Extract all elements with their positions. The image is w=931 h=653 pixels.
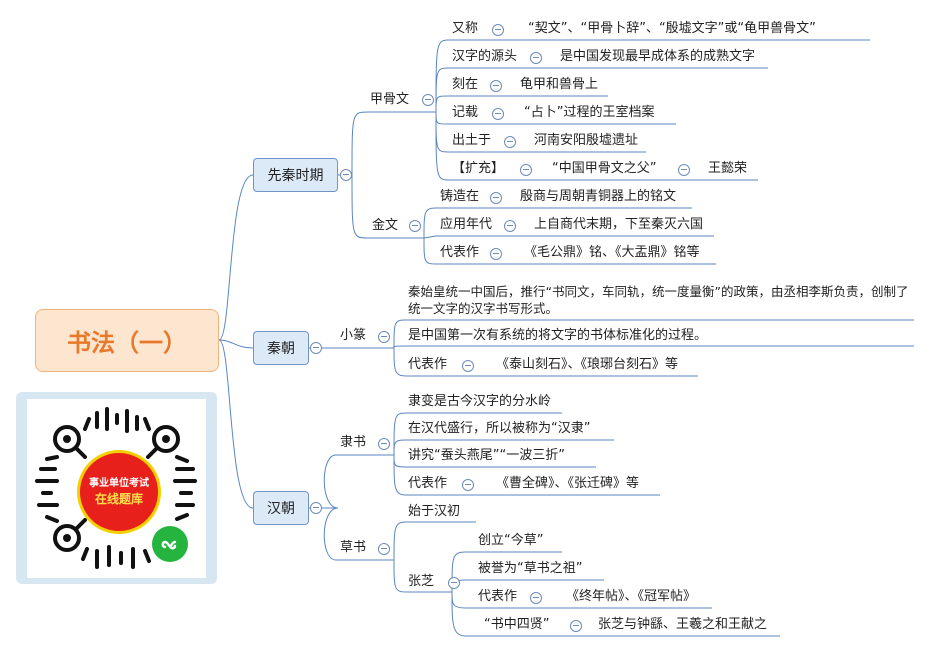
lishu-text: 隶变是古今汉字的分水岭 bbox=[408, 394, 552, 409]
qr-pattern bbox=[35, 407, 197, 569]
node-caoshu[interactable]: 草书 bbox=[340, 540, 367, 555]
jiaguwen-value: 河南安阳殷墟遗址 bbox=[534, 133, 639, 148]
exam-badge[interactable]: 事业单位考试 在线题库 bbox=[77, 450, 161, 534]
node-zhangzhi[interactable]: 张芝 bbox=[408, 574, 435, 589]
jiaguwen-value: 是中国发现最早成体系的成熟文字 bbox=[560, 49, 756, 64]
collapse-icon[interactable] bbox=[492, 24, 504, 36]
jiaguwen-key: 出土于 bbox=[452, 133, 492, 148]
branch-han[interactable]: 汉朝 bbox=[253, 491, 309, 525]
wechat-miniprogram-icon[interactable] bbox=[152, 526, 188, 562]
collapse-icon[interactable] bbox=[378, 543, 390, 555]
lishu-text: 在汉代盛行，所以被称为“汉隶” bbox=[408, 421, 591, 436]
collapse-icon[interactable] bbox=[378, 438, 390, 450]
collapse-icon[interactable] bbox=[462, 360, 474, 372]
collapse-icon[interactable] bbox=[422, 94, 434, 106]
collapse-icon[interactable] bbox=[448, 577, 460, 589]
lishu-value: 《曹全碑》、《张迁碑》等 bbox=[496, 476, 640, 491]
badge-line1: 事业单位考试 bbox=[89, 478, 149, 489]
jiaguwen-key: 刻在 bbox=[452, 77, 479, 92]
jiaguwen-value: “契文”、“甲骨卜辞”、“殷墟文字”或“龟甲兽骨文” bbox=[528, 21, 816, 36]
jiaguwen-value: “中国甲骨文之父” bbox=[552, 161, 657, 176]
collapse-icon[interactable] bbox=[462, 479, 474, 491]
badge-line2: 在线题库 bbox=[94, 492, 143, 506]
node-lishu[interactable]: 隶书 bbox=[340, 435, 367, 450]
collapse-icon[interactable] bbox=[678, 164, 690, 176]
jinwen-value: 《毛公鼎》铭、《大盂鼎》铭等 bbox=[524, 245, 700, 260]
node-jinwen[interactable]: 金文 bbox=[372, 218, 399, 233]
zhangzhi-value: 张芝与钟繇、王羲之和王献之 bbox=[598, 617, 768, 632]
zhangzhi-key: 代表作 bbox=[478, 589, 518, 604]
jinwen-key: 代表作 bbox=[440, 245, 480, 260]
collapse-icon[interactable] bbox=[340, 169, 352, 181]
collapse-icon[interactable] bbox=[490, 248, 502, 260]
collapse-icon[interactable] bbox=[504, 136, 516, 148]
xiaozhuan-value: 《泰山刻石》、《琅琊台刻石》等 bbox=[496, 357, 679, 372]
node-xiaozhuan[interactable]: 小篆 bbox=[340, 328, 367, 343]
collapse-icon[interactable] bbox=[530, 592, 542, 604]
xiaozhuan-key: 代表作 bbox=[408, 357, 448, 372]
collapse-icon[interactable] bbox=[409, 220, 421, 232]
collapse-icon[interactable] bbox=[310, 502, 322, 514]
zhangzhi-key: “书中四贤” bbox=[484, 617, 550, 632]
jiaguwen-value: “占卜”过程的王室档案 bbox=[524, 105, 655, 120]
collapse-icon[interactable] bbox=[378, 331, 390, 343]
collapse-icon[interactable] bbox=[492, 108, 504, 120]
branch-qin[interactable]: 秦朝 bbox=[253, 331, 309, 365]
jiaguwen-key: 汉字的源头 bbox=[452, 49, 518, 64]
collapse-icon[interactable] bbox=[530, 52, 542, 64]
node-jiaguwen[interactable]: 甲骨文 bbox=[370, 92, 410, 107]
jiaguwen-value-2: 王懿荣 bbox=[708, 161, 748, 176]
branch-xianqin[interactable]: 先秦时期 bbox=[253, 158, 338, 192]
xiaozhuan-paragraph: 秦始皇统一中国后，推行“书同文，车同轨，统一度量衡”的政策，由丞相李斯负责，创制… bbox=[408, 284, 909, 316]
collapse-icon[interactable] bbox=[570, 620, 582, 632]
collapse-icon[interactable] bbox=[490, 192, 502, 204]
collapse-icon[interactable] bbox=[520, 164, 532, 176]
collapse-icon[interactable] bbox=[504, 220, 516, 232]
xiaozhuan-text: 是中国第一次有系统的将文字的书体标准化的过程。 bbox=[408, 328, 708, 343]
jinwen-key: 铸造在 bbox=[440, 189, 480, 204]
zhangzhi-value: 《终年帖》、《冠军帖》 bbox=[566, 589, 697, 604]
jinwen-value: 上自商代末期，下至秦灭六国 bbox=[534, 217, 704, 232]
collapse-icon[interactable] bbox=[490, 80, 502, 92]
jiaguwen-key: 记载 bbox=[452, 105, 479, 120]
jinwen-key: 应用年代 bbox=[440, 217, 493, 232]
zhangzhi-text: 被誉为“草书之祖” bbox=[478, 561, 583, 576]
miniprogram-glyph bbox=[161, 540, 177, 550]
jiaguwen-key: 【扩充】 bbox=[452, 161, 505, 176]
jiaguwen-key: 又称 bbox=[452, 21, 479, 36]
caoshu-origin: 始于汉初 bbox=[408, 504, 461, 519]
zhangzhi-text: 创立“今草” bbox=[478, 533, 544, 548]
lishu-key: 代表作 bbox=[408, 476, 448, 491]
collapse-icon[interactable] bbox=[310, 342, 322, 354]
jinwen-value: 殷商与周朝青铜器上的铭文 bbox=[520, 189, 677, 204]
jiaguwen-value: 龟甲和兽骨上 bbox=[520, 77, 599, 92]
root-topic[interactable]: 书法（一） bbox=[35, 309, 219, 372]
lishu-text: 讲究“蚕头燕尾”“一波三折” bbox=[408, 448, 565, 463]
